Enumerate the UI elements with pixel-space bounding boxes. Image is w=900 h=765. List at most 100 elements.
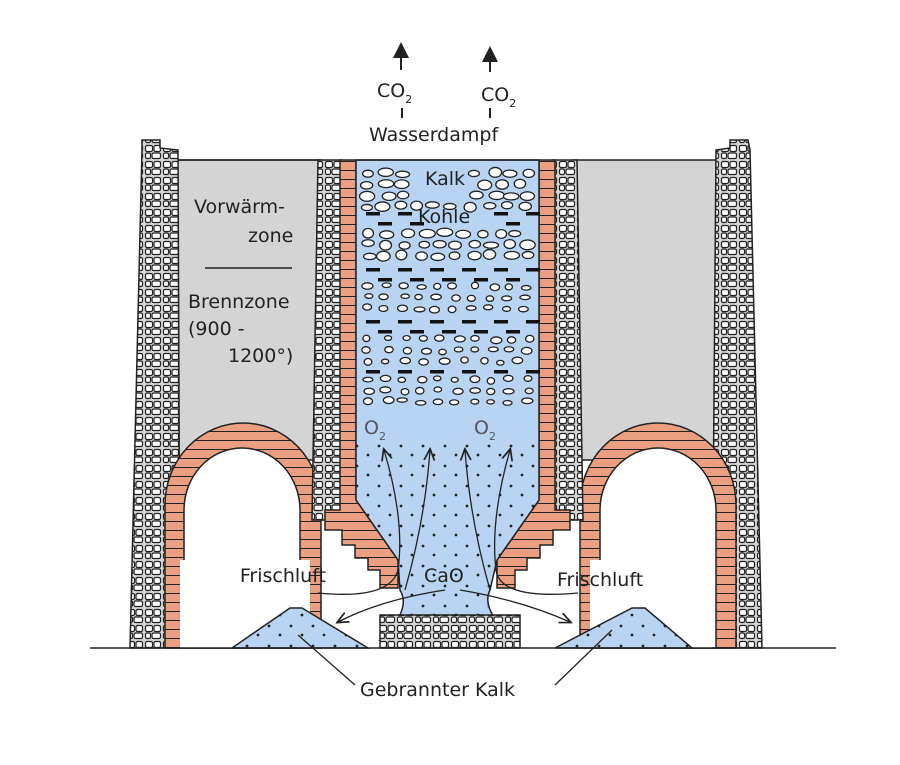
- limestone-piece: [374, 201, 391, 212]
- limestone-piece: [486, 399, 496, 405]
- coal-piece: [462, 268, 476, 272]
- limestone-piece: [487, 346, 499, 353]
- coal-piece: [442, 330, 456, 334]
- limestone-piece: [433, 386, 443, 393]
- burn-zone-label-1: Brennzone: [188, 291, 290, 313]
- burn-zone-label-2: (900 -: [188, 318, 245, 340]
- limestone-piece: [398, 241, 411, 250]
- limestone-piece: [414, 293, 423, 301]
- limestone-piece: [477, 179, 493, 191]
- coal-piece: [366, 268, 380, 272]
- limestone-piece: [359, 180, 374, 190]
- limestone-piece: [503, 346, 515, 353]
- limestone-piece: [469, 387, 481, 394]
- limestone-piece: [451, 294, 461, 302]
- limestone-piece: [469, 190, 484, 200]
- coal-piece: [506, 330, 520, 334]
- limestone-piece: [361, 346, 371, 354]
- limestone-piece: [400, 387, 410, 396]
- fresh-air-label-right: Frischluft: [557, 569, 643, 591]
- limestone-piece: [470, 334, 480, 342]
- limestone-piece: [466, 294, 477, 302]
- lime-label: Kalk: [425, 168, 465, 190]
- limestone-piece: [495, 179, 510, 190]
- limestone-piece: [430, 252, 446, 262]
- limestone-piece: [377, 179, 395, 189]
- limestone-piece: [400, 293, 411, 300]
- coal-piece: [462, 320, 476, 324]
- limestone-piece: [363, 357, 373, 366]
- coal-piece: [526, 370, 540, 374]
- limestone-piece: [489, 283, 501, 292]
- limestone-piece: [501, 305, 512, 312]
- coal-piece: [366, 370, 380, 374]
- coal-piece: [398, 370, 412, 374]
- limestone-piece: [358, 190, 376, 202]
- limestone-piece: [447, 305, 457, 314]
- limestone-piece: [502, 399, 513, 406]
- limestone-piece: [495, 359, 505, 366]
- limestone-piece: [413, 306, 426, 313]
- limestone-piece: [523, 375, 533, 382]
- limestone-piece: [393, 179, 410, 190]
- coal-piece: [506, 278, 520, 282]
- limestone-piece: [397, 376, 407, 384]
- limestone-piece: [465, 305, 477, 311]
- preheat-zone-label-1: Vorwärm-: [194, 196, 285, 218]
- limestone-piece: [469, 375, 481, 384]
- limestone-piece: [453, 346, 464, 353]
- limestone-piece: [436, 227, 454, 237]
- coal-piece: [494, 320, 508, 324]
- limestone-piece: [420, 347, 433, 355]
- limestone-piece: [362, 303, 373, 311]
- limestone-piece: [364, 293, 374, 299]
- coal-piece: [366, 212, 380, 216]
- right-fill-zone: [572, 159, 719, 461]
- limestone-piece: [470, 398, 480, 405]
- limestone-piece: [362, 397, 374, 406]
- limestone-piece: [519, 239, 536, 251]
- limestone-piece: [418, 334, 429, 342]
- limestone-piece: [433, 282, 442, 290]
- limestone-piece: [432, 375, 442, 382]
- coal-piece: [378, 222, 392, 226]
- coal-piece: [398, 212, 412, 216]
- limestone-piece: [519, 191, 536, 202]
- coal-piece: [442, 278, 456, 282]
- limestone-piece: [418, 240, 431, 249]
- limestone-piece: [520, 346, 533, 355]
- limestone-piece: [448, 399, 460, 406]
- limestone-piece: [378, 239, 393, 251]
- limestone-piece: [488, 190, 505, 201]
- limestone-piece: [467, 169, 481, 178]
- limestone-piece: [503, 250, 521, 260]
- limestone-piece: [414, 386, 425, 395]
- limestone-piece: [504, 283, 514, 291]
- limestone-piece: [521, 250, 535, 260]
- right-inner-wall: [552, 159, 584, 521]
- limestone-piece: [524, 387, 534, 395]
- limestone-piece: [380, 358, 390, 365]
- limestone-piece: [395, 249, 408, 261]
- limestone-piece: [384, 345, 394, 354]
- leader-left: [297, 634, 356, 686]
- limestone-piece: [460, 356, 469, 364]
- coal-piece: [474, 330, 488, 334]
- limestone-piece: [467, 250, 482, 261]
- limestone-piece: [418, 358, 429, 366]
- o2-label-right: O2: [474, 417, 496, 443]
- limestone-piece: [470, 346, 480, 353]
- limestone-piece: [506, 336, 517, 344]
- limestone-piece: [432, 398, 444, 406]
- coal-piece: [430, 320, 444, 324]
- limestone-piece: [362, 334, 371, 343]
- limestone-piece: [361, 169, 374, 178]
- burnt-lime-dots: [356, 440, 539, 640]
- limestone-piece: [500, 200, 514, 210]
- limestone-piece: [394, 170, 411, 179]
- coal-piece: [378, 330, 392, 334]
- left-inner-wall: [311, 159, 343, 521]
- coal-piece: [526, 212, 540, 216]
- limestone-piece: [486, 377, 496, 385]
- limestone-piece: [524, 334, 535, 343]
